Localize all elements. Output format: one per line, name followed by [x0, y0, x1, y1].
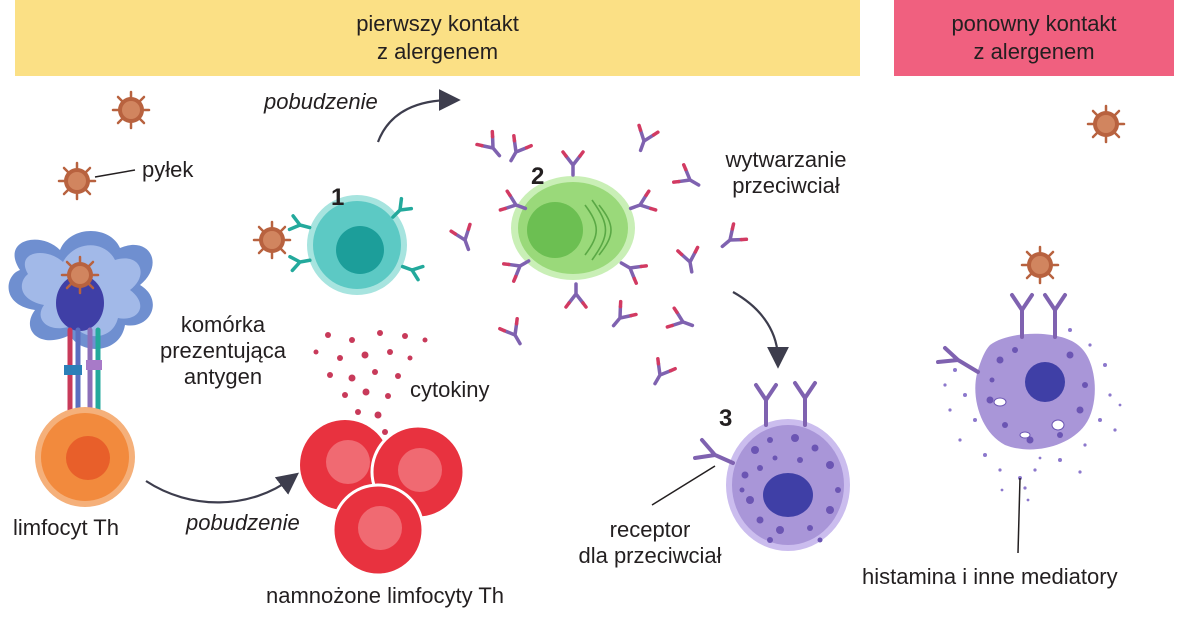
receptor-connectors: [64, 327, 102, 423]
apc-label-line-1: komórka: [180, 312, 266, 337]
apc-label-line-3: antygen: [183, 364, 263, 389]
first-contact-line-1: pierwszy kontakt: [356, 11, 519, 36]
receptor-pointer-line: [651, 465, 716, 506]
pollen-grain-icon: [1020, 245, 1060, 285]
pollen-grain-icon: [57, 161, 97, 201]
pollen-grain-icon: [111, 90, 151, 130]
mast-cell: [693, 381, 850, 551]
receptor-label-line-1: receptor: [609, 517, 691, 542]
antibody-production-label: wytwarzanie przeciwciał: [706, 147, 866, 199]
pollen-pointer-line: [94, 169, 136, 178]
multiplied-th-cells: [300, 420, 466, 577]
first-contact-banner: pierwszy kontakt z alergenem: [15, 0, 860, 76]
step-3-number: 3: [719, 405, 733, 432]
second-contact-banner: ponowny kontakt z alergenem: [894, 0, 1174, 76]
step-2-number: 2: [531, 163, 545, 190]
antibody-production-line-2: przeciwciał: [732, 173, 840, 198]
mediators-pointer-line: [1017, 477, 1021, 554]
antigen-presenting-cell: [8, 230, 153, 349]
pollen-grain-icon: [252, 220, 292, 260]
first-contact-line-2: z alergenem: [376, 39, 499, 64]
cytokine-dots: [313, 330, 428, 435]
th-cell: [35, 407, 135, 507]
th-cell-label: limfocyt Th: [13, 515, 119, 540]
step-1-number: 1: [331, 184, 345, 211]
stimulation-arrow-bottom: [145, 472, 300, 504]
differentiation-arrow: [732, 291, 789, 369]
antibody-production-line-1: wytwarzanie: [725, 147, 847, 172]
second-contact-line-1: ponowny kontakt: [951, 11, 1117, 36]
plasma-cell: [498, 150, 658, 309]
mediators-label: histamina i inne mediatory: [862, 564, 1118, 589]
pollen-grain-icon: [1086, 104, 1126, 144]
cytokines-label: cytokiny: [410, 377, 490, 402]
stimulation-label-bottom: pobudzenie: [186, 510, 300, 535]
receptor-label: receptor dla przeciwciał: [560, 517, 740, 569]
stimulation-label-top: pobudzenie: [264, 89, 378, 114]
pollen-label: pyłek: [142, 157, 194, 182]
stimulation-arrow-top: [376, 89, 461, 143]
b-cell: [287, 195, 425, 295]
apc-label: komórka prezentująca antygen: [158, 312, 288, 390]
apc-label-line-2: prezentująca: [160, 338, 286, 363]
degranulating-mast-cell: [936, 293, 1122, 502]
second-contact-line-2: z alergenem: [973, 39, 1095, 64]
multiplied-th-label: namnożone limfocyty Th: [266, 583, 505, 608]
receptor-label-line-2: dla przeciwciał: [578, 543, 722, 568]
